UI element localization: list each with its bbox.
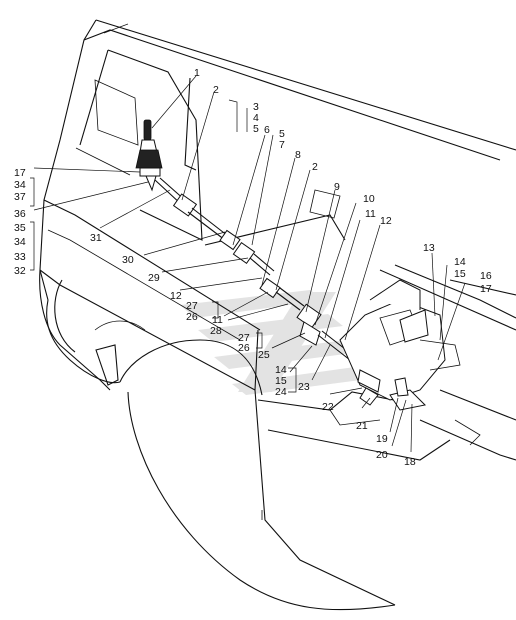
- callout-9: 9: [334, 181, 340, 193]
- callout-20: 20: [376, 449, 388, 461]
- callout-33: 33: [14, 251, 26, 263]
- callout-26: 26: [238, 342, 250, 354]
- callout-27: 27: [238, 332, 250, 344]
- callout-37: 37: [14, 191, 26, 203]
- callout-5: 5: [279, 128, 285, 140]
- cab-body: [39, 19, 516, 611]
- callout-8: 8: [295, 149, 301, 161]
- callout-2: 2: [213, 84, 219, 96]
- callout-2: 2: [312, 161, 318, 173]
- callout-32: 32: [14, 265, 26, 277]
- callout-7: 7: [279, 139, 285, 151]
- gear-lever: [135, 119, 163, 192]
- callout-21: 21: [356, 420, 368, 432]
- callout-31: 31: [90, 232, 102, 244]
- callout-34: 34: [14, 179, 26, 191]
- gearbox: [339, 279, 461, 411]
- callout-24: 24: [275, 386, 287, 398]
- callout-17: 17: [480, 283, 492, 295]
- callout-28: 28: [210, 325, 222, 337]
- callout-15: 15: [454, 268, 466, 280]
- callout-14: 14: [454, 256, 466, 268]
- callout-6: 6: [264, 124, 270, 136]
- callout-15: 15: [275, 375, 287, 387]
- leader-lines: [30, 75, 466, 453]
- callout-25: 25: [258, 349, 270, 361]
- callout-labels: 1 2 3 4 5 5 6 7 8 2 9 10 11 12 13 14 15 …: [14, 67, 492, 468]
- callout-27: 27: [186, 300, 198, 312]
- callout-14: 14: [275, 364, 287, 376]
- callout-12: 12: [380, 215, 392, 227]
- callout-13: 13: [423, 242, 435, 254]
- callout-19: 19: [376, 433, 388, 445]
- callout-22: 22: [322, 401, 334, 413]
- callout-35: 35: [14, 222, 26, 234]
- callout-17: 17: [14, 167, 26, 179]
- callout-16: 16: [480, 270, 492, 282]
- callout-18: 18: [404, 456, 416, 468]
- callout-34: 34: [14, 236, 26, 248]
- callout-11: 11: [212, 314, 223, 326]
- callout-36: 36: [14, 208, 26, 220]
- shift-rod: [154, 177, 355, 361]
- callout-4: 4: [253, 112, 259, 124]
- callout-1: 1: [194, 67, 200, 79]
- callout-11: 11: [365, 208, 376, 220]
- callout-29: 29: [148, 272, 160, 284]
- callout-3: 3: [253, 101, 259, 113]
- callout-10: 10: [363, 193, 375, 205]
- callout-30: 30: [122, 254, 134, 266]
- callout-26: 26: [186, 311, 198, 323]
- callout-5: 5: [253, 123, 259, 135]
- callout-12: 12: [170, 290, 182, 302]
- callout-23: 23: [298, 381, 310, 393]
